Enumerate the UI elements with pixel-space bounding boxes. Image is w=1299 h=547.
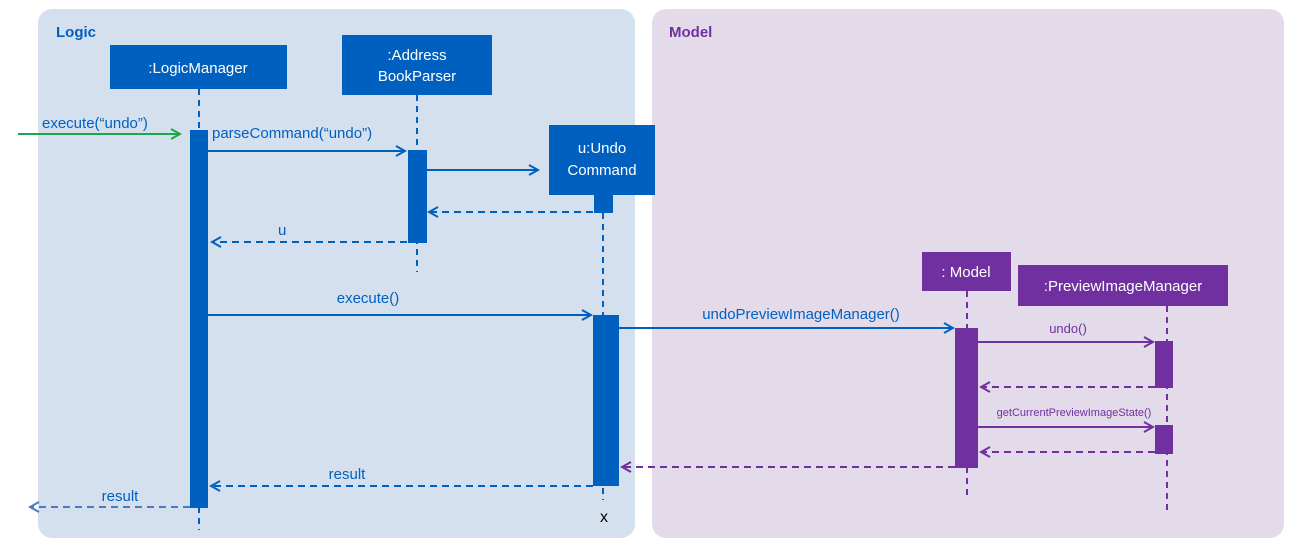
logic-manager-activation [190,130,208,508]
parser-label-line2: BookParser [378,68,456,85]
parser-label-line1: :Address [387,47,446,64]
return-u-label: u [278,222,286,239]
result-outer-label: result [102,488,140,505]
undo-command-label-line2: Command [567,162,636,179]
parser-box [342,35,492,95]
preview-manager-label: :PreviewImageManager [1044,278,1202,295]
preview-manager-box [1018,265,1228,306]
destroy-marker: x [600,509,608,526]
logic-frame [38,9,635,538]
undo-preview-label: undoPreviewImageManager() [702,306,900,323]
execute-label: execute() [337,290,400,307]
undo-label: undo() [1049,321,1087,336]
get-state-label: getCurrentPreviewImageState() [997,407,1152,419]
logic-manager-label: :LogicManager [148,60,247,77]
model-label: : Model [941,264,990,281]
undo-command-creation-activation [594,195,613,213]
model-activation [955,328,978,468]
logic-frame-title: Logic [56,24,96,41]
preview-manager-activation-get-state [1155,425,1173,454]
preview-manager-activation-undo [1155,341,1173,388]
parser-activation [408,150,427,243]
parse-command-label: parseCommand(“undo”) [212,125,372,142]
undo-command-box [549,125,655,195]
undo-command-activation [593,315,619,486]
model-frame-title: Model [669,24,712,41]
logic-manager-box [110,45,287,89]
model-box [922,252,1011,291]
result-inner-label: result [329,466,367,483]
undo-command-label-line1: u:Undo [578,140,626,157]
execute-undo-label: execute(“undo”) [42,115,148,132]
